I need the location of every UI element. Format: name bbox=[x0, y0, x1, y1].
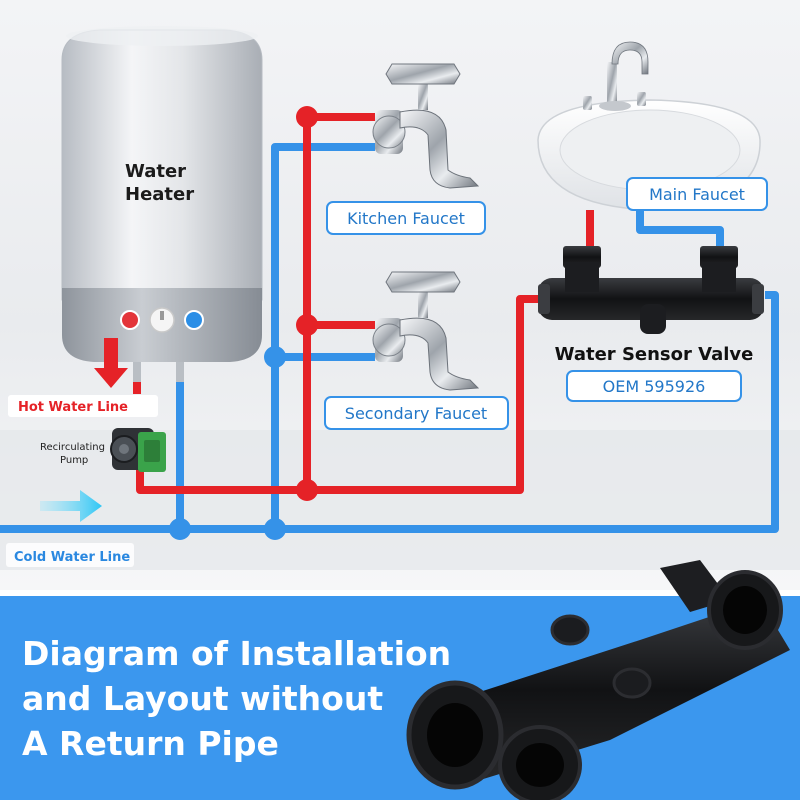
kitchen-faucet-label: Kitchen Faucet bbox=[347, 209, 465, 228]
cold-junction bbox=[264, 518, 286, 540]
hot-main-line bbox=[136, 295, 545, 494]
banner-title-line3: A Return Pipe bbox=[22, 724, 279, 763]
valve-model-label: OEM 595926 bbox=[603, 377, 706, 396]
hot-junction bbox=[296, 314, 318, 336]
main-faucet-tag bbox=[626, 177, 768, 211]
cold-kitchen-riser bbox=[271, 143, 375, 529]
secondary-faucet-label: Secondary Faucet bbox=[345, 404, 487, 423]
hot-flow-arrow-icon bbox=[94, 338, 128, 388]
heater-title-line2: Heater bbox=[125, 184, 194, 205]
cold-dial-icon bbox=[184, 310, 204, 330]
pump-label-line1: Recirculating bbox=[40, 442, 105, 453]
secondary-faucet-tag bbox=[324, 396, 509, 430]
cold-junction bbox=[264, 346, 286, 368]
hot-junction bbox=[296, 106, 318, 128]
valve-model-tag bbox=[566, 370, 742, 402]
valve-name-label: Water Sensor Valve bbox=[555, 344, 754, 365]
hot-water-line-tag bbox=[8, 395, 158, 417]
cold-water-line-tag bbox=[6, 543, 134, 567]
hot-junction bbox=[296, 479, 318, 501]
pipe-junctions bbox=[169, 106, 318, 540]
banner-title-line1: Diagram of Installation bbox=[22, 634, 451, 673]
valve-product-photo bbox=[406, 560, 790, 800]
cold-water-pipes bbox=[0, 143, 779, 533]
cold-flow-arrow-icon bbox=[40, 490, 102, 522]
main-faucet-label: Main Faucet bbox=[649, 185, 745, 204]
recirculating-pump bbox=[110, 428, 166, 472]
water-sensor-valve-image bbox=[538, 246, 764, 334]
hot-dial-icon bbox=[120, 310, 140, 330]
kitchen-faucet-image bbox=[372, 63, 480, 189]
cold-main-faucet-line bbox=[636, 210, 724, 250]
cold-main-line bbox=[0, 291, 779, 533]
pump-label-line2: Pump bbox=[60, 455, 88, 466]
water-heater: Water Heater bbox=[61, 26, 263, 382]
hot-water-line-label: Hot Water Line bbox=[18, 400, 128, 415]
cold-junction bbox=[169, 518, 191, 540]
heater-title-line1: Water bbox=[125, 161, 186, 182]
secondary-faucet-image bbox=[372, 271, 480, 391]
cold-water-line-label: Cold Water Line bbox=[14, 550, 130, 565]
banner-title-line2: and Layout without bbox=[22, 679, 383, 718]
kitchen-faucet-tag bbox=[326, 201, 486, 235]
